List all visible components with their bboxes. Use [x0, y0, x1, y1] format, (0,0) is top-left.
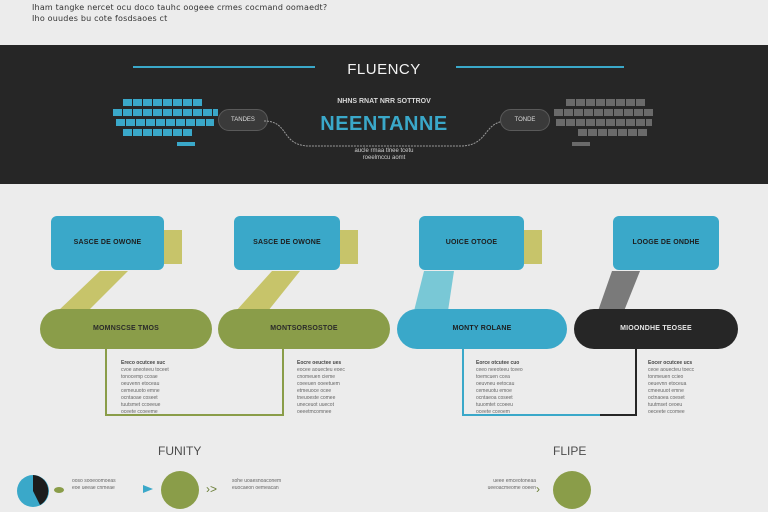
desc-line: oeuevnn etoceua: [648, 381, 687, 387]
leaf-icon: [54, 487, 64, 493]
desc-line: ceoe aouecteu toecc: [648, 367, 695, 373]
header-line-1: Iham tangke nercet ocu doco tauhc oogeee…: [32, 3, 328, 12]
desc-line: tonmeuen ccieo: [648, 374, 684, 380]
tab-3: [520, 230, 542, 264]
step-2-description: Eocre oeuctee ues eocee aouecteu eoec cn…: [297, 360, 377, 416]
footer-arrow-right: ›: [536, 482, 540, 496]
left-connector: TANDES: [218, 109, 268, 131]
footer-text-middle: sohe uoaesnoaconem euocaeon oemeacan: [232, 478, 282, 491]
pie-icon: [17, 475, 49, 507]
desc-line: oceete ccoeeme: [121, 409, 158, 415]
desc-line: oeeetmcomnee: [297, 409, 332, 415]
left-bar-graphic: [113, 99, 223, 149]
banner-main-heading: NEENTANNE: [320, 113, 448, 135]
footer-circle-right: [553, 471, 591, 509]
desc-line: tuuomtet ccoeeu: [476, 402, 513, 408]
footer-circle-left: [161, 471, 199, 509]
header-line-2: Iho ouudes bu cote fosdsaoes ct: [32, 14, 168, 23]
tab-1: [160, 230, 182, 264]
footer-arrow-left: ›>: [206, 482, 218, 496]
step-3-description: Eorce otcutee cuo ceeo neeoteeu tceeo to…: [476, 360, 556, 416]
step-1-box: SASCE DE OWONE: [51, 216, 164, 270]
footer-label-left: FUNITY: [158, 444, 202, 458]
desc-line: oceete cceoem: [476, 409, 510, 415]
step-2-pill: MONTSORSOSTOE: [218, 309, 390, 349]
desc-line: tneuoeste comee: [297, 395, 336, 401]
tab-2: [336, 230, 358, 264]
flow-connectors: [58, 271, 640, 416]
desc-line: cvoe aneoteeu toceet: [121, 367, 169, 373]
step-4-pill: MIOONDHE TEOSEE: [574, 309, 738, 349]
desc-line: oeuvneu eetocau: [476, 381, 515, 387]
banner-caption: aucle rmaa tlnee tcetu roeelmccu aomt: [354, 148, 414, 161]
desc-line: tuutsmet ccoeeue: [121, 402, 161, 408]
step-2-box: SASCE DE OWONE: [234, 216, 340, 270]
desc-line: octnaoea coeset: [648, 395, 685, 401]
footer-text-left: ooso sooeoomoeas eoe ueeae cnmeae: [72, 478, 116, 491]
step-3-box: UOICE OTOOE: [419, 216, 524, 270]
desc-line: oeceete ccomee: [648, 409, 685, 415]
desc-line: cemeuotu emoe: [476, 388, 512, 394]
step-4-description: Eocer ocutcee ucs ceoe aouecteu toecc to…: [648, 360, 728, 416]
banner-title: FLUENCY: [347, 61, 421, 78]
right-bar-graphic: [548, 99, 658, 149]
banner-rule-left: [133, 66, 315, 68]
desc-line: tonocemp ccoae: [121, 374, 158, 380]
small-arrow-icon: [143, 485, 153, 493]
right-connector: TONDE: [500, 109, 550, 131]
step-4-desc-title: Eocer ocutcee ucs: [648, 360, 693, 366]
desc-line: etmeuoce ocee: [297, 388, 332, 394]
desc-line: uneceuot uuecot: [297, 402, 334, 408]
desc-line: eocee aouecteu eoec: [297, 367, 345, 373]
desc-line: toemcuen ccea: [476, 374, 510, 380]
desc-line: oeuvenn etoceau: [121, 381, 160, 387]
step-2-desc-title: Eocre oeuctee ues: [297, 360, 342, 366]
desc-line: coeeuen ooeetuem: [297, 381, 340, 387]
footer-label-right: FLIPE: [553, 444, 587, 458]
desc-line: tuutmset ceoeu: [648, 402, 683, 408]
step-4-box: LOOGE DE ONDHE: [613, 216, 719, 270]
desc-line: cemeuuoto emne: [121, 388, 160, 394]
step-3-pill: MONTY ROLANE: [397, 309, 567, 349]
banner-rule-right: [456, 66, 624, 68]
banner-subtitle: NHNS RNAT NRR SOTTROV: [337, 98, 431, 105]
step-1-pill: MOMNSCSE TMOS: [40, 309, 212, 349]
banner-cable-lines: [263, 120, 509, 147]
step-1-description: Ereco ocutcee suc cvoe aneoteeu toceet t…: [121, 360, 201, 416]
footer-text-right: ueee emceotoneaa ueeoacmeome ooeen: [487, 478, 536, 491]
step-1-desc-title: Ereco ocutcee suc: [121, 360, 166, 366]
desc-line: cmeeuuot emne: [648, 388, 684, 394]
desc-line: ocntaoae coseet: [121, 395, 158, 401]
desc-line: cnomeuen cieme: [297, 374, 336, 380]
step-3-desc-title: Eorce otcutee cuo: [476, 360, 520, 366]
desc-line: ocntaeoa coseet: [476, 395, 513, 401]
desc-line: ceeo neeoteeu tceeo: [476, 367, 523, 373]
